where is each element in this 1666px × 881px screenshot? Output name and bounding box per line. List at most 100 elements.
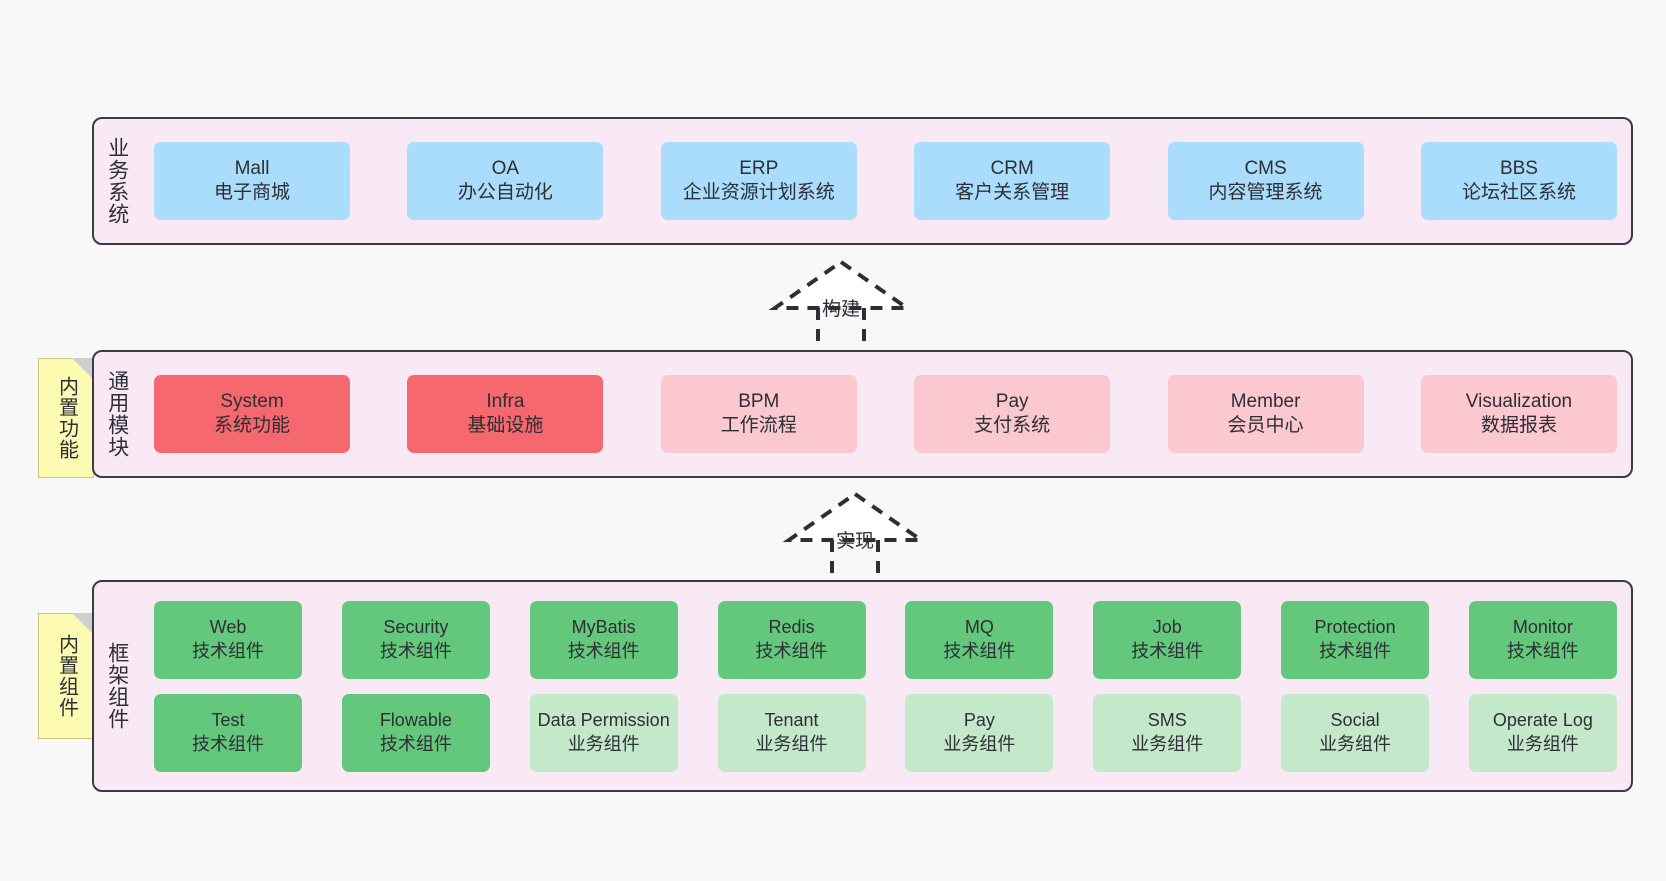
layer-title-business-system: 业务系统 [105,137,129,225]
card-erp-desc: 企业资源计划系统 [682,182,835,203]
card-visualization-name: Visualization [1465,390,1573,412]
card-cms[interactable]: CMS 内容管理系统 [1167,142,1364,220]
card-erp-name: ERP [739,157,779,179]
card-redis-desc: 技术组件 [755,640,828,661]
card-pay-module-name: Pay [995,390,1029,412]
note-fold-corner-icon [72,358,94,380]
card-tenant-name: Tenant [764,710,819,731]
connector-implement-label: 实现 [835,531,874,552]
note-builtin-function-label: 内置功能 [55,376,78,460]
card-sms-desc: 业务组件 [1131,733,1204,754]
card-infra-name: Infra [486,390,525,412]
card-pay-component-desc: 业务组件 [943,733,1016,754]
framework-row-business: Test 技术组件 Flowable 技术组件 Data Permission … [154,693,1617,772]
card-redis[interactable]: Redis 技术组件 [717,600,866,679]
card-flowable[interactable]: Flowable 技术组件 [341,693,490,772]
card-job-desc: 技术组件 [1131,640,1204,661]
card-visualization[interactable]: Visualization 数据报表 [1420,375,1617,453]
card-protection-name: Protection [1314,617,1396,638]
card-flowable-name: Flowable [379,710,452,731]
note-builtin-component-label: 内置组件 [55,634,78,718]
card-security-desc: 技术组件 [379,640,452,661]
card-system-name: System [220,390,284,412]
note-builtin-function: 内置功能 [38,358,94,478]
card-tenant[interactable]: Tenant 业务组件 [717,693,866,772]
card-sms[interactable]: SMS 业务组件 [1093,693,1242,772]
card-mybatis-name: MyBatis [571,617,636,638]
card-protection-desc: 技术组件 [1319,640,1392,661]
card-bpm-name: BPM [738,390,780,412]
card-test-name: Test [211,710,245,731]
card-sms-name: SMS [1147,710,1187,731]
card-system-desc: 系统功能 [213,415,290,436]
card-mq[interactable]: MQ 技术组件 [905,600,1054,679]
card-crm-desc: 客户关系管理 [955,182,1070,203]
layer-body-framework-component: Web 技术组件 Security 技术组件 MyBatis 技术组件 Redi… [140,582,1631,790]
card-bbs[interactable]: BBS 论坛社区系统 [1420,142,1617,220]
layer-body-common-module: System 系统功能 Infra 基础设施 BPM 工作流程 Pay 支付系统… [140,352,1631,476]
card-data-permission-desc: 业务组件 [567,733,640,754]
note-builtin-component: 内置组件 [38,613,94,739]
card-cms-desc: 内容管理系统 [1208,182,1323,203]
card-mall-name: Mall [234,157,270,179]
card-web-name: Web [209,617,247,638]
card-bbs-name: BBS [1499,157,1538,179]
card-member-desc: 会员中心 [1227,415,1304,436]
note-fold-corner-icon [72,613,94,635]
card-social[interactable]: Social 业务组件 [1281,693,1430,772]
card-mybatis[interactable]: MyBatis 技术组件 [529,600,678,679]
card-infra[interactable]: Infra 基础设施 [407,375,604,453]
card-mall[interactable]: Mall 电子商城 [154,142,350,220]
card-operate-log[interactable]: Operate Log 业务组件 [1468,693,1617,772]
card-monitor[interactable]: Monitor 技术组件 [1468,600,1617,679]
card-crm-name: CRM [990,157,1034,179]
card-social-desc: 业务组件 [1319,733,1392,754]
card-data-permission[interactable]: Data Permission 业务组件 [529,693,678,772]
card-infra-desc: 基础设施 [467,415,544,436]
card-mall-desc: 电子商城 [213,182,290,203]
layer-title-common-module: 通用模块 [105,370,129,458]
card-security[interactable]: Security 技术组件 [341,600,490,679]
card-member[interactable]: Member 会员中心 [1167,375,1364,453]
card-job[interactable]: Job 技术组件 [1093,600,1242,679]
card-monitor-desc: 技术组件 [1506,640,1579,661]
card-system[interactable]: System 系统功能 [154,375,350,453]
card-monitor-name: Monitor [1512,617,1573,638]
layer-business-system[interactable]: 业务系统 Mall 电子商城 OA 办公自动化 ERP 企业资源计划系统 CRM… [92,117,1633,245]
card-web-desc: 技术组件 [192,640,264,661]
card-tenant-desc: 业务组件 [755,733,828,754]
layer-common-module[interactable]: 通用模块 System 系统功能 Infra 基础设施 BPM 工作流程 Pay… [92,350,1633,478]
card-mq-desc: 技术组件 [943,640,1016,661]
card-bpm[interactable]: BPM 工作流程 [660,375,857,453]
card-oa-name: OA [491,157,520,179]
card-redis-name: Redis [768,617,815,638]
card-member-name: Member [1230,390,1301,412]
card-oa-desc: 办公自动化 [457,182,553,203]
card-test-desc: 技术组件 [192,733,264,754]
card-bbs-desc: 论坛社区系统 [1461,182,1576,203]
card-oa[interactable]: OA 办公自动化 [407,142,604,220]
connector-implement: 实现 [775,490,935,590]
card-web[interactable]: Web 技术组件 [154,600,302,679]
card-operate-log-name: Operate Log [1492,710,1593,731]
card-pay-module[interactable]: Pay 支付系统 [914,375,1111,453]
card-crm[interactable]: CRM 客户关系管理 [914,142,1111,220]
framework-row-tech: Web 技术组件 Security 技术组件 MyBatis 技术组件 Redi… [154,600,1617,679]
card-social-name: Social [1330,710,1380,731]
card-flowable-desc: 技术组件 [379,733,452,754]
card-protection[interactable]: Protection 技术组件 [1281,600,1430,679]
card-erp[interactable]: ERP 企业资源计划系统 [660,142,857,220]
layer-body-business-system: Mall 电子商城 OA 办公自动化 ERP 企业资源计划系统 CRM 客户关系… [140,119,1631,243]
card-pay-module-desc: 支付系统 [974,415,1051,436]
card-test[interactable]: Test 技术组件 [154,693,302,772]
card-bpm-desc: 工作流程 [720,415,797,436]
card-pay-component[interactable]: Pay 业务组件 [905,693,1054,772]
card-cms-name: CMS [1244,157,1287,179]
card-visualization-desc: 数据报表 [1480,415,1557,436]
card-pay-component-name: Pay [963,710,995,731]
card-job-name: Job [1152,617,1182,638]
card-mq-name: MQ [964,617,994,638]
layer-framework-component[interactable]: 框架组件 Web 技术组件 Security 技术组件 MyBatis 技术组件… [92,580,1633,792]
connector-build: 构建 [761,258,921,358]
